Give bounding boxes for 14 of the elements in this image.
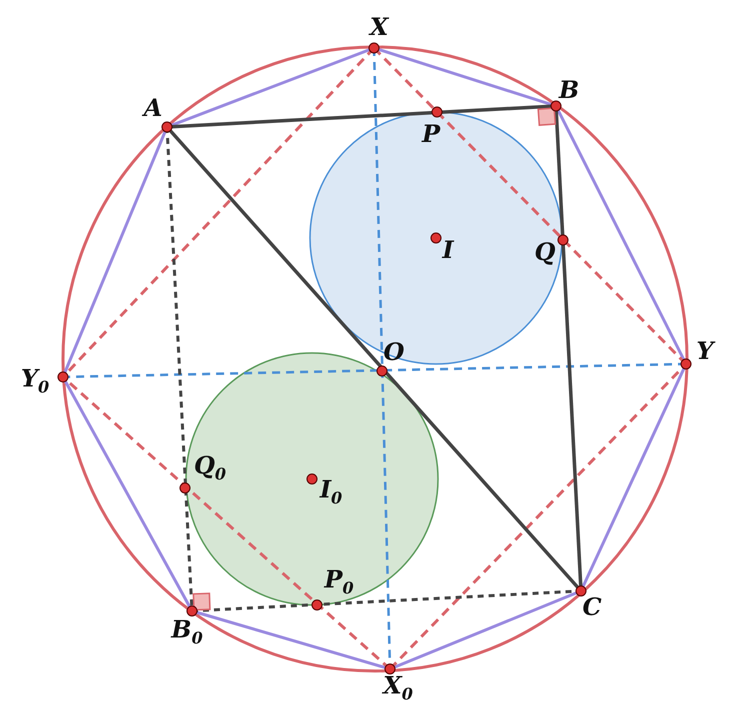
point-label: C [582,594,602,620]
point-label: Y$_{0}$ [20,366,50,398]
point-label: B$_{0}$ [171,616,203,650]
point-label: Q$_{0}$ [194,452,226,486]
point-label: I$_{0}$ [320,476,342,510]
point-label: B [558,77,580,103]
point-label: X$_{0}$ [383,672,413,706]
point-label: Q [534,239,556,265]
point-label: X [370,14,388,40]
point-label: A [144,95,162,121]
point-label: I [442,237,454,263]
point-label: P$_{0}$ [324,566,354,600]
point-label: Y [696,338,714,364]
point-label: P [422,121,440,147]
